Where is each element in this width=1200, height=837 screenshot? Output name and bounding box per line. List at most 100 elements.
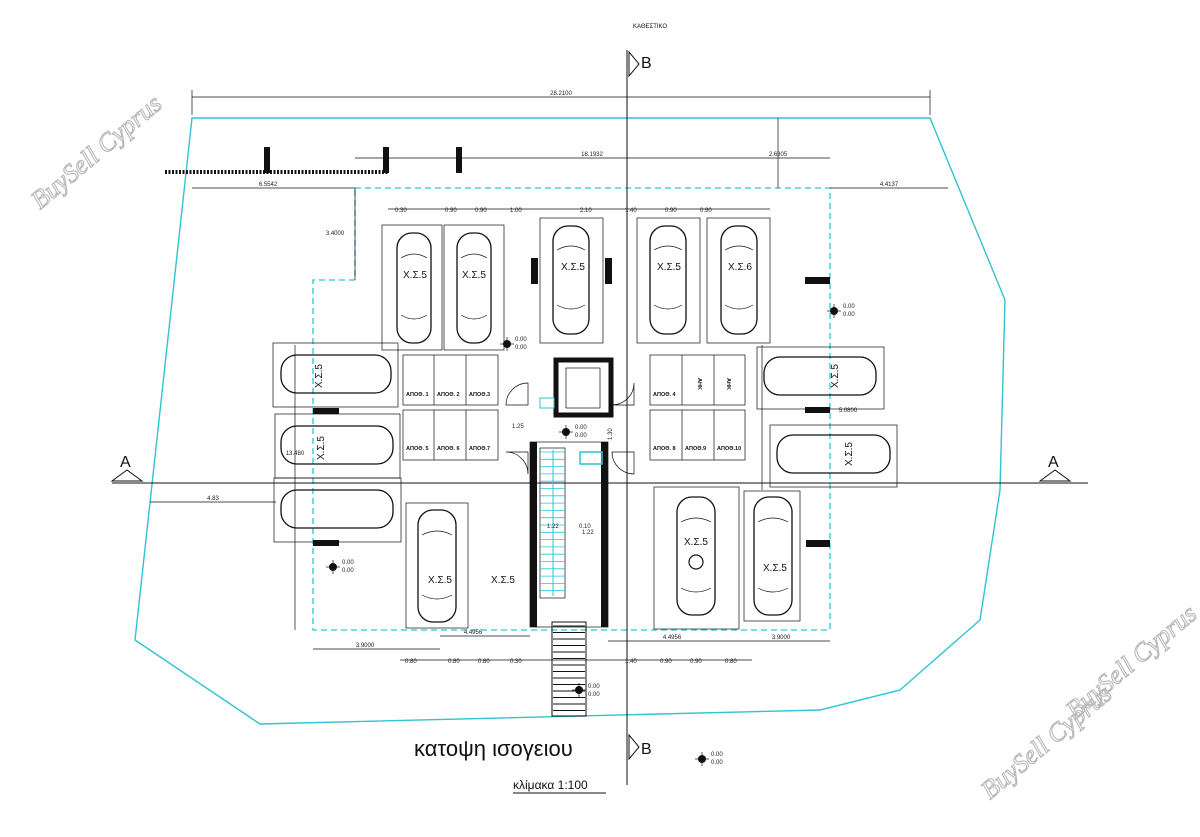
building-outline [312, 187, 831, 631]
door-swing [505, 451, 529, 475]
parking-bay: Χ.Σ.5 [443, 224, 505, 351]
dim-core: 1.30 [608, 428, 614, 440]
chain-dim: 1.00 [510, 208, 522, 214]
level-marker: 0.00 0.00 [559, 425, 587, 439]
svg-text:ΑΠΟΘ. 5: ΑΠΟΘ. 5 [406, 446, 429, 452]
parking-bay: Χ.Σ.5 [743, 490, 830, 622]
dim-right-offset: 4.4137 [880, 182, 899, 188]
svg-text:0.00: 0.00 [575, 433, 587, 439]
parking-bay: Χ.Σ.5 [274, 408, 401, 479]
parking-bay: Χ.Σ.5 [531, 217, 612, 344]
svg-text:Χ.Σ.5: Χ.Σ.5 [657, 262, 681, 273]
section-a-left-label: A [120, 454, 131, 471]
chain-dim: 1.40 [625, 208, 637, 214]
chain-dim: 0.90 [700, 208, 712, 214]
parking-bay [273, 477, 402, 546]
svg-text:Χ.Σ.6: Χ.Σ.6 [728, 262, 752, 273]
section-a-right-label: A [1048, 454, 1059, 471]
section-b-bottom-label: B [641, 741, 652, 758]
svg-text:Χ.Σ.5: Χ.Σ.5 [561, 262, 585, 273]
dim-corridor: 1.25 [512, 424, 524, 430]
level-marker: 0.000.00 [827, 304, 855, 318]
chain-dim: 0.30 [395, 208, 407, 214]
stair [529, 441, 609, 628]
dim-left-depth: 3.4000 [326, 231, 345, 237]
dim-top-right: 2.6305 [769, 152, 788, 158]
chain-dim: 0.90 [665, 208, 677, 214]
svg-text:ΑΠΟΘ. 6: ΑΠΟΘ. 6 [437, 446, 460, 452]
parking-bay-accessible: Χ.Σ.5 [653, 486, 740, 630]
svg-text:Χ.Σ.5: Χ.Σ.5 [763, 563, 787, 574]
dim-top-inner: 18.1932 [581, 152, 603, 158]
section-b-top-label: B [641, 55, 652, 72]
scale-label: κλίμακα 1:100 [513, 778, 588, 792]
svg-text:Χ.Σ.5: Χ.Σ.5 [684, 537, 708, 548]
parking-bay: Χ.Σ.5 [769, 424, 898, 488]
dim-stair-c: 1.22 [582, 530, 594, 536]
svg-text:ΑΠΟΘ.10: ΑΠΟΘ.10 [717, 446, 741, 452]
door-swing [611, 382, 635, 406]
dim-bottom-right-1: 4.4956 [663, 635, 682, 641]
svg-text:0.00: 0.00 [711, 760, 723, 766]
svg-text:0.00: 0.00 [843, 304, 855, 310]
svg-text:ΑΗΚ: ΑΗΚ [725, 378, 731, 390]
chain-dim: 0.90 [445, 208, 457, 214]
dim-stair-b: 0.10 [579, 524, 591, 530]
svg-text:Χ.Σ.5: Χ.Σ.5 [403, 270, 427, 281]
svg-text:ΑΗΚ: ΑΗΚ [696, 378, 702, 390]
svg-text:ΑΠΟΘ. 4: ΑΠΟΘ. 4 [653, 392, 677, 398]
storage-block-right: ΑΠΟΘ. 4 ΑΠΟΘ. 8 ΑΠΟΘ.9 ΑΠΟΘ.10 ΑΗΚ ΑΗΚ [649, 354, 746, 461]
dim-stair-a: 1.22 [547, 524, 559, 530]
watermark-mid-right: BuySell Cyprus [1060, 599, 1200, 725]
svg-text:0.00: 0.00 [342, 568, 354, 574]
svg-text:ΑΠΟΘ. 1: ΑΠΟΘ. 1 [406, 392, 429, 398]
chain-dim: 0.90 [475, 208, 487, 214]
dim-bottom-left-1: 3.9000 [356, 643, 375, 649]
section-marker-b-bottom [628, 733, 640, 761]
chain-dim: 1.40 [625, 659, 637, 665]
chain-dim: 0.80 [725, 659, 737, 665]
dim-bottom-left-2: 4.4956 [464, 630, 483, 636]
svg-text:ΑΠΟΘ. 2: ΑΠΟΘ. 2 [437, 392, 460, 398]
svg-text:Χ.Σ.5: Χ.Σ.5 [314, 364, 325, 388]
svg-text:Χ.Σ.5: Χ.Σ.5 [844, 442, 855, 466]
chain-dim: 0.30 [510, 659, 522, 665]
svg-text:0.00: 0.00 [575, 425, 587, 431]
section-marker-b-top [628, 50, 640, 78]
dim-left-small: 4.83 [207, 496, 219, 502]
lift-core [539, 357, 614, 418]
svg-text:0.00: 0.00 [342, 560, 354, 566]
chain-dim: 0.80 [478, 659, 490, 665]
parking-bay: Χ.Σ.5 [381, 224, 443, 351]
svg-text:0.00: 0.00 [588, 684, 600, 690]
dim-left-offset: 6.5542 [259, 182, 278, 188]
plot-boundary [134, 117, 1006, 725]
svg-text:ΑΠΟΘ.7: ΑΠΟΘ.7 [469, 446, 490, 452]
parking-bay: Χ.Σ.5 [272, 342, 399, 408]
wall-post [383, 147, 389, 173]
svg-text:ΑΠΟΘ. 8: ΑΠΟΘ. 8 [653, 446, 676, 452]
parking-bay: Χ.Σ.5 [636, 217, 701, 344]
section-marker-a-left [110, 469, 144, 482]
level-marker: 0.000.00 [695, 752, 723, 766]
svg-text:Χ.Σ.5: Χ.Σ.5 [491, 575, 515, 586]
svg-text:0.00: 0.00 [515, 345, 527, 351]
dim-right-width: 5.0800 [839, 408, 858, 414]
page-title: κατοψη ισογειου [414, 736, 573, 761]
svg-text:ΑΠΟΘ.9: ΑΠΟΘ.9 [685, 446, 706, 452]
svg-text:ΑΠΟΘ.3: ΑΠΟΘ.3 [469, 392, 490, 398]
level-marker: 0.000.00 [572, 683, 600, 698]
header-label: ΚΑΘΕΣΤΙΚΟ [633, 24, 667, 30]
door-swing [505, 382, 529, 406]
chain-dim: 0.80 [405, 659, 417, 665]
wall-post [456, 147, 462, 173]
accessible-icon [688, 554, 704, 570]
dim-overall: 28.2100 [550, 91, 572, 97]
svg-text:Χ.Σ.5: Χ.Σ.5 [830, 364, 841, 388]
svg-text:Χ.Σ.5: Χ.Σ.5 [316, 436, 327, 460]
level-marker: 0.000.00 [500, 337, 527, 351]
parking-bay: Χ.Σ.5 [756, 346, 885, 413]
chain-dim: 0.90 [660, 659, 672, 665]
parking-bay: Χ.Σ.6 [706, 217, 830, 344]
